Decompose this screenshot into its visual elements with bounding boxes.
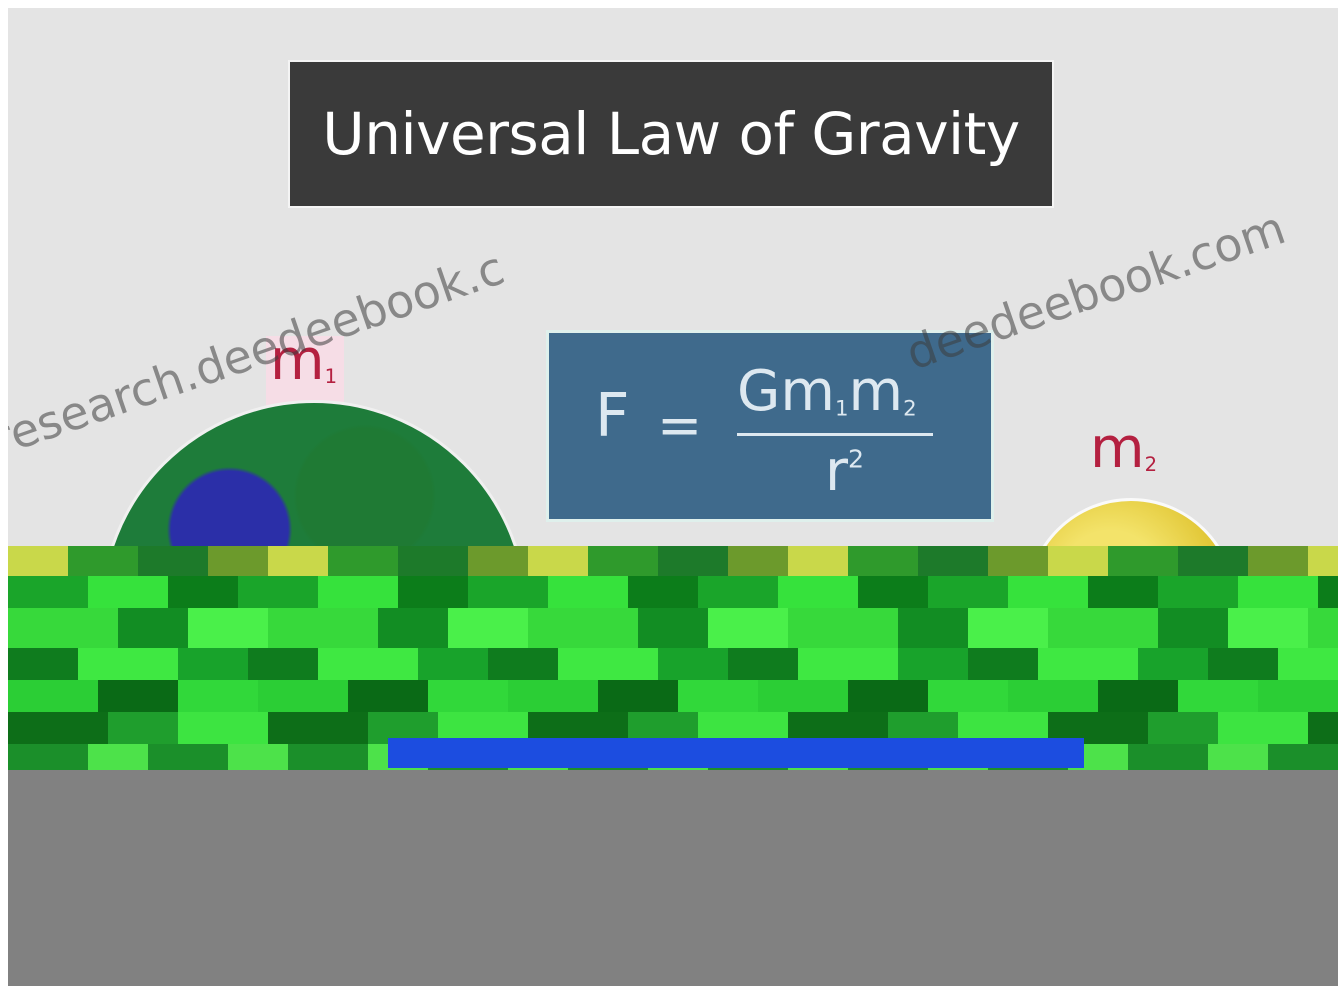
formula-force: F [595,381,630,451]
slide-title: Universal Law of Gravity [322,100,1020,168]
formula-equals: = [657,394,703,457]
corruption-band-4 [8,648,1338,680]
formula-gravitational-constant: G [737,359,781,424]
corruption-band-2 [8,576,1338,608]
corruption-band-1 [8,546,1338,576]
m1-label-highlight [266,336,344,408]
mass-label-m1-subscript: 1 [324,364,338,388]
formula-m1: m [780,359,835,424]
formula-distance-exponent: 2 [848,444,865,474]
mass-label-m1: m1 [270,328,337,393]
mass-label-m1-letter: m [270,328,325,393]
formula-m1-subscript: 1 [834,396,849,422]
corruption-band-5 [8,680,1338,712]
corruption-blue-strip [388,738,1084,768]
formula-m2: m [848,359,904,424]
watermark-right: deedeebook.com [899,200,1292,381]
mass-label-m2-subscript: 2 [1144,452,1158,476]
formula-m2-subscript: 2 [903,396,917,422]
corruption-band-3 [8,608,1338,648]
slide-canvas: Universal Law of Gravity m1 F = Gm1m2 r2… [8,8,1338,986]
formula-numerator: Gm1m2 [737,359,917,424]
missing-image-area [8,770,1338,986]
formula-box: F = Gm1m2 r2 [546,330,994,522]
formula-fraction-bar [737,433,933,436]
mass-label-m2-letter: m [1090,416,1145,481]
formula-distance: r [825,439,849,504]
mass-label-m2: m2 [1090,416,1157,481]
title-box: Universal Law of Gravity [288,60,1054,208]
formula-denominator: r2 [825,439,864,504]
